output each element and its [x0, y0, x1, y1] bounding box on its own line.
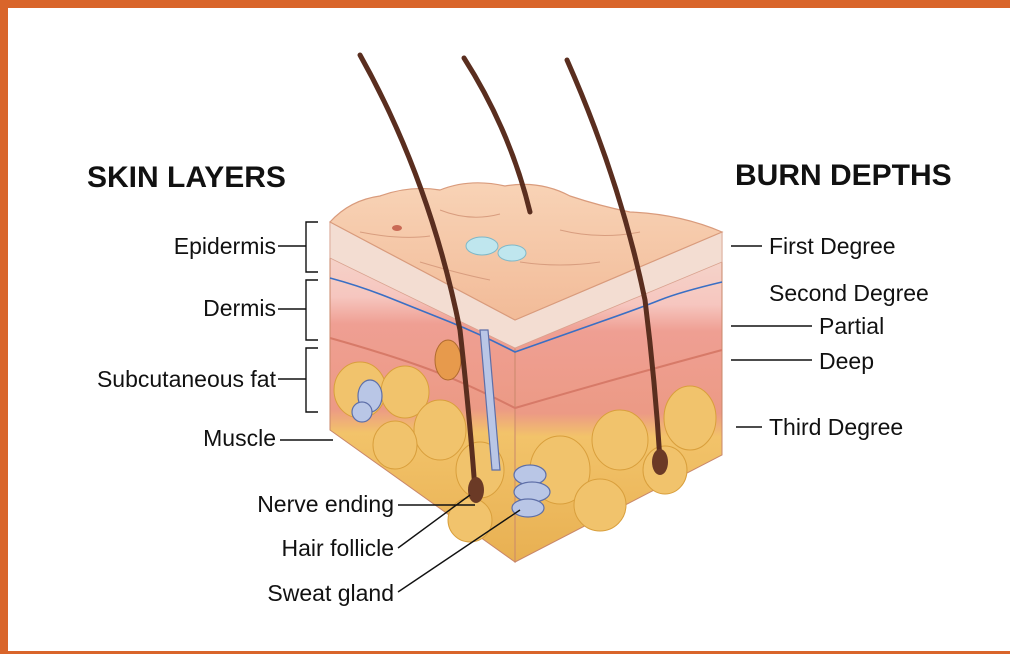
layer-brackets: [278, 222, 333, 440]
label-partial: Partial: [819, 313, 884, 339]
label-first-degree: First Degree: [769, 233, 896, 259]
label-third-degree: Third Degree: [769, 414, 903, 440]
pore: [392, 225, 402, 231]
label-second-degree: Second Degree: [769, 280, 929, 306]
label-nerve-ending: Nerve ending: [257, 491, 394, 517]
label-deep: Deep: [819, 348, 874, 374]
blister-1: [466, 237, 498, 255]
burn-depths-heading: BURN DEPTHS: [735, 159, 952, 192]
sebaceous-gland: [435, 340, 461, 380]
hair-bulb-1: [468, 477, 484, 503]
label-subcutaneous-fat: Subcutaneous fat: [97, 366, 277, 392]
blister-2: [498, 245, 526, 261]
skin-layers-heading: SKIN LAYERS: [87, 161, 286, 194]
label-dermis: Dermis: [203, 295, 276, 321]
label-hair-follicle: Hair follicle: [282, 535, 394, 561]
burn-depth-leaders: [731, 246, 812, 427]
label-epidermis: Epidermis: [174, 233, 276, 259]
hair-bulb-3: [652, 449, 668, 475]
label-muscle: Muscle: [203, 425, 276, 451]
label-sweat-gland: Sweat gland: [267, 580, 394, 606]
